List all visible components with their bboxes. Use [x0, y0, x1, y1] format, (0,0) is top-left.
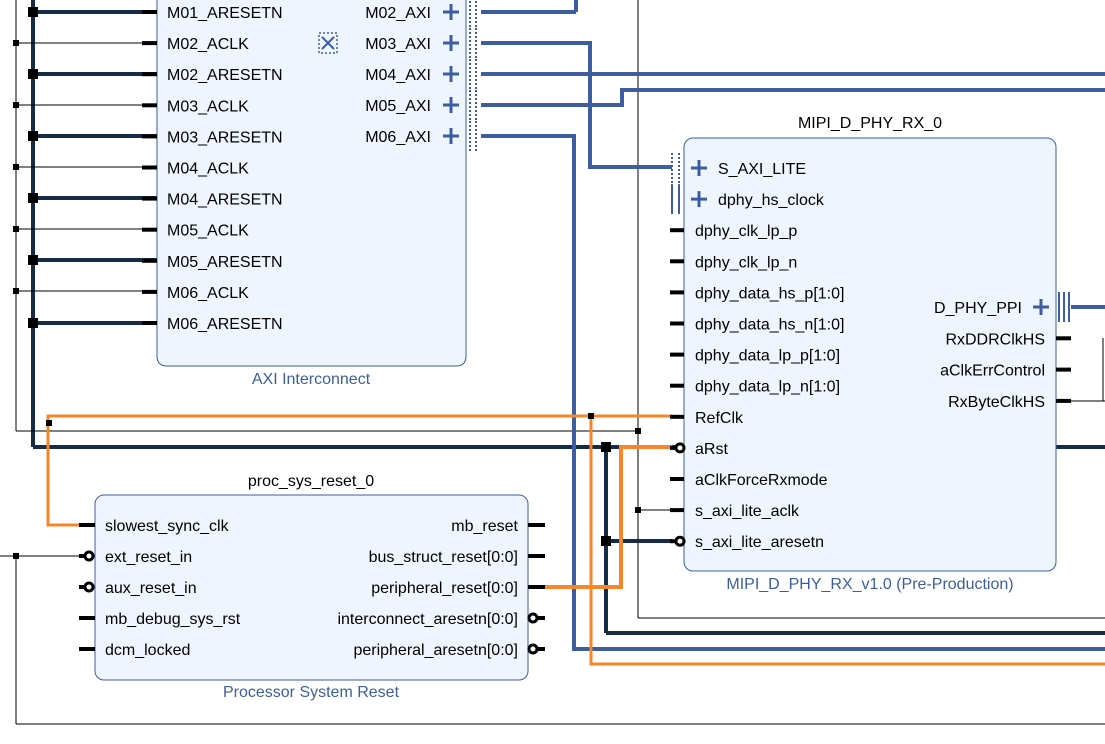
pin-dphy-clk-lp-p: dphy_clk_lp_p — [695, 223, 797, 240]
pin-m05-axi: M05_AXI — [365, 98, 431, 115]
pin-m02-aresetn: M02_ARESETN — [167, 67, 283, 84]
pin-m04-aresetn: M04_ARESETN — [167, 192, 283, 209]
mipi-block-label: MIPI_D_PHY_RX_v1.0 (Pre-Production) — [726, 576, 1013, 593]
pin-aclkerrcontrol: aClkErrControl — [940, 363, 1045, 380]
pin-mb-reset: mb_reset — [451, 518, 518, 535]
pin-m04-aclk: M04_ACLK — [167, 161, 249, 178]
axi-interconnect-label: AXI Interconnect — [252, 371, 371, 388]
pin-dphy-clk-lp-n: dphy_clk_lp_n — [695, 254, 797, 271]
pin-m06-axi: M06_AXI — [365, 129, 431, 146]
pin-s-axi-lite-aresetn: s_axi_lite_aresetn — [695, 534, 824, 551]
pin-slowest-sync-clk: slowest_sync_clk — [105, 518, 230, 535]
reset-block-label: Processor System Reset — [223, 684, 400, 701]
pin-m02-axi: M02_AXI — [365, 5, 431, 22]
pin-m03-aresetn: M03_ARESETN — [167, 129, 283, 146]
pin-rxbyteclkhs: RxByteClkHS — [948, 394, 1045, 411]
pin-m02-aclk: M02_ACLK — [167, 36, 249, 53]
junctions — [13, 7, 641, 559]
pin-dcm-locked: dcm_locked — [105, 642, 190, 659]
pin-m06-aclk: M06_ACLK — [167, 285, 249, 302]
pin-m06-aresetn: M06_ARESETN — [167, 316, 283, 333]
refclk-net[interactable] — [589, 414, 1105, 666]
pin-d-phy-ppi: D_PHY_PPI — [934, 300, 1022, 317]
pin-interconnect-aresetn-0-0: interconnect_aresetn[0:0] — [337, 611, 518, 628]
pin-dphy-data-hs-n-1-0: dphy_data_hs_n[1:0] — [695, 317, 844, 334]
pin-dphy-data-lp-p-1-0: dphy_data_lp_p[1:0] — [695, 348, 840, 365]
pin-dphy-data-lp-n-1-0: dphy_data_lp_n[1:0] — [695, 379, 840, 396]
pin-peripheral-aresetn-0-0: peripheral_aresetn[0:0] — [353, 642, 518, 659]
mipi-dphy-rx-block[interactable]: MIPI_D_PHY_RX_0 S_AXI_LITE dphy_hs_clockd… — [670, 115, 1071, 593]
pin-aux-reset-in: aux_reset_in — [105, 580, 197, 597]
pin-m01-aresetn: M01_ARESETN — [167, 5, 283, 22]
bus-icon — [318, 32, 338, 54]
pin-dphy-data-hs-p-1-0: dphy_data_hs_p[1:0] — [695, 285, 844, 302]
pin-s-axi-lite: S_AXI_LITE — [718, 161, 806, 178]
pin-s-axi-lite-aclk: s_axi_lite_aclk — [695, 503, 800, 520]
pin-dphy-hs-clock: dphy_hs_clock — [718, 192, 825, 209]
pin-arst: aRst — [695, 441, 728, 458]
reset-instance-name: proc_sys_reset_0 — [248, 473, 374, 490]
pin-mb-debug-sys-rst: mb_debug_sys_rst — [105, 611, 241, 628]
mipi-instance-name: MIPI_D_PHY_RX_0 — [798, 115, 942, 132]
pin-refclk: RefClk — [695, 410, 744, 427]
pin-ext-reset-in: ext_reset_in — [105, 549, 192, 566]
pin-m03-aclk: M03_ACLK — [167, 98, 249, 115]
pin-bus-struct-reset-0-0: bus_struct_reset[0:0] — [369, 549, 518, 566]
pin-rxddrclkhs: RxDDRClkHS — [945, 331, 1045, 348]
peripheral-reset-net[interactable] — [541, 445, 672, 589]
pin-m05-aclk: M05_ACLK — [167, 223, 249, 240]
pin-peripheral-reset-0-0: peripheral_reset[0:0] — [371, 580, 518, 597]
pin-m03-axi: M03_AXI — [365, 36, 431, 53]
pin-aclkforcerxmode: aClkForceRxmode — [695, 472, 828, 489]
pin-m05-aresetn: M05_ARESETN — [167, 254, 283, 271]
pin-m04-axi: M04_AXI — [365, 67, 431, 84]
axi-interconnect-block[interactable]: M01_ARESETN M02_ACLK M02_ARESETN M03_ACLK M0… — [142, 0, 477, 388]
proc-sys-reset-block[interactable]: proc_sys_reset_0 slowest_sync_clk ext_res… — [79, 473, 545, 701]
